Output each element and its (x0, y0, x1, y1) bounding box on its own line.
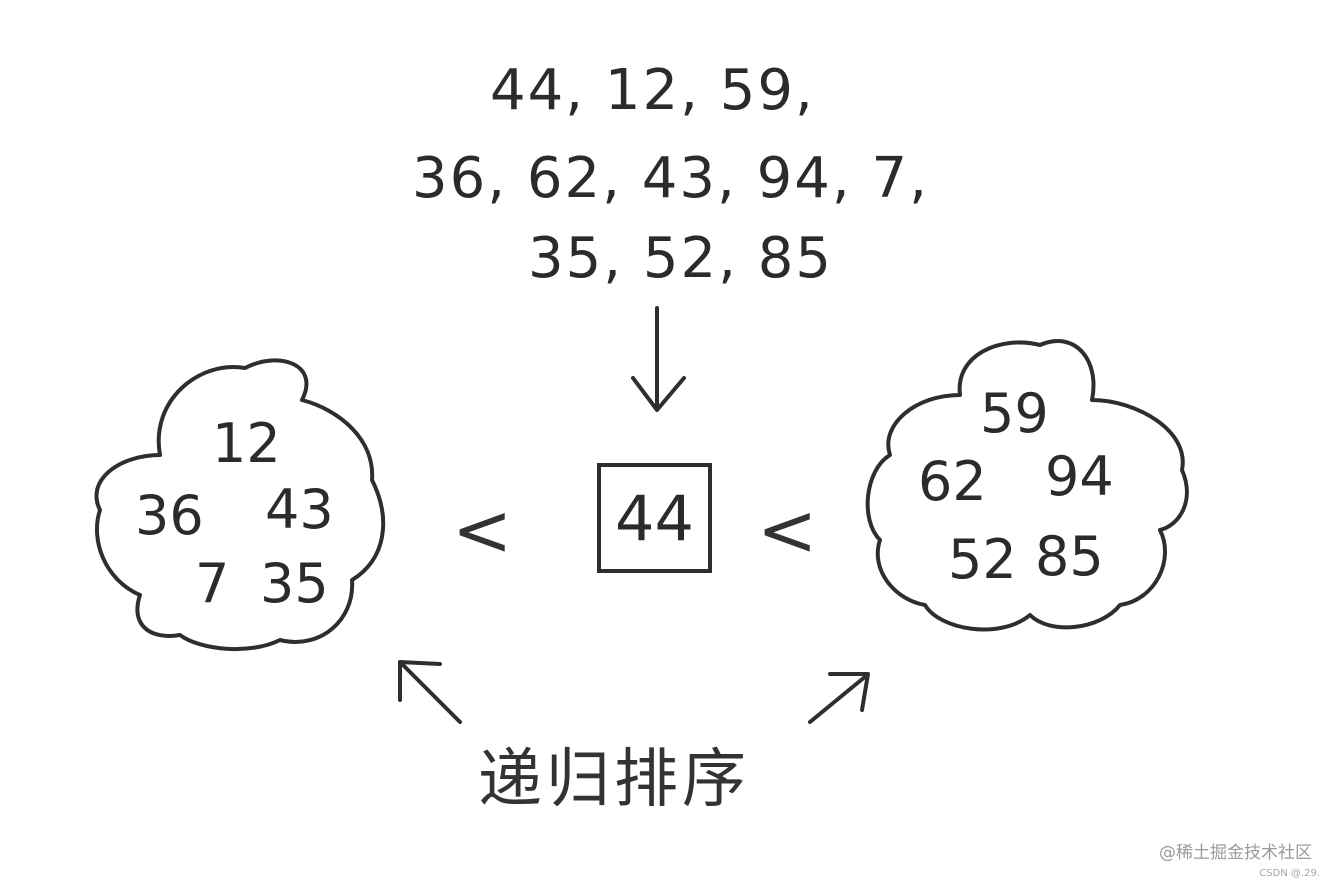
right-curved-arrow-icon (808, 672, 870, 724)
right-value: 85 (1035, 525, 1104, 588)
less-than-left: < (452, 488, 513, 572)
watermark-line-2: CSDN @.29. (1259, 868, 1320, 879)
right-cloud-outline (865, 339, 1189, 632)
right-value: 59 (980, 382, 1049, 445)
left-value: 36 (135, 484, 204, 547)
pivot-box: 44 (597, 463, 712, 573)
right-value: 52 (948, 528, 1017, 591)
left-cloud-outline (94, 358, 386, 651)
right-value: 62 (918, 450, 987, 513)
left-value: 7 (195, 552, 230, 615)
sequence-line-2: 36, 62, 43, 94, 7, (412, 146, 929, 211)
left-value: 12 (212, 412, 281, 475)
pivot-value: 44 (615, 481, 694, 555)
left-curved-arrow-icon (398, 660, 462, 724)
watermark-line-1: @稀土掘金技术社区 (1159, 843, 1312, 863)
right-value: 94 (1045, 445, 1114, 508)
down-arrow-icon (631, 306, 686, 412)
less-than-right: < (757, 488, 818, 572)
left-value: 35 (260, 552, 329, 615)
caption-recursive-sort: 递归排序 (478, 743, 750, 817)
sequence-line-3: 35, 52, 85 (528, 226, 833, 291)
left-value: 43 (265, 478, 334, 541)
sequence-line-1: 44, 12, 59, (490, 58, 815, 123)
